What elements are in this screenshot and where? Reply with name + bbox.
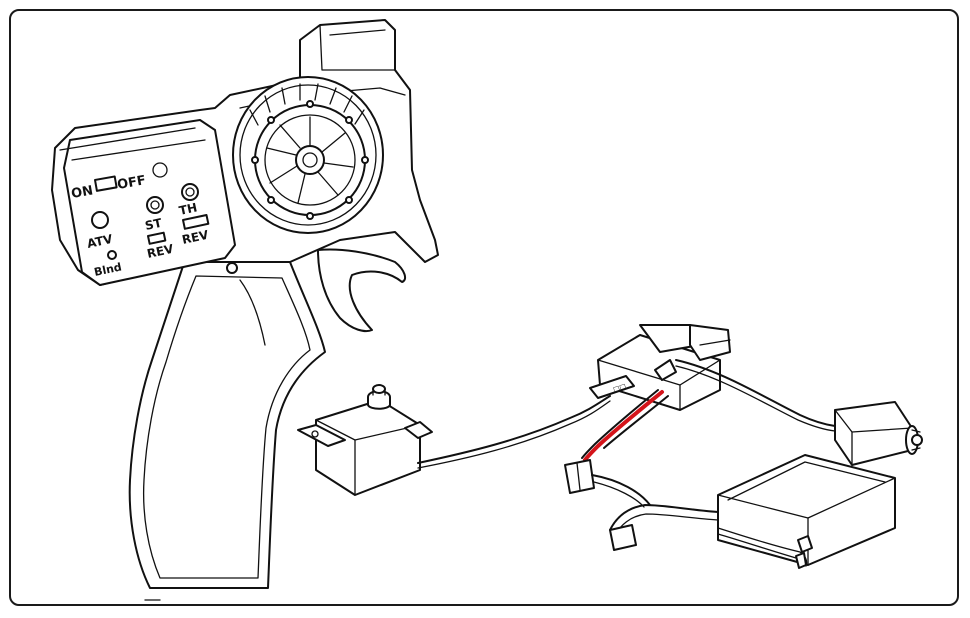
atv-label: ATV bbox=[86, 232, 115, 251]
power-off-label: OFF bbox=[116, 173, 147, 193]
battery-cable-main bbox=[609, 504, 719, 531]
servo-wire bbox=[417, 395, 611, 464]
battery-connector bbox=[564, 459, 595, 494]
power-switch[interactable] bbox=[94, 175, 118, 192]
battery-to-esc-cable bbox=[591, 474, 651, 506]
servo-plug bbox=[589, 375, 635, 399]
th-trim-knob[interactable] bbox=[181, 183, 199, 201]
th-label: TH bbox=[178, 200, 199, 217]
throttle-trigger[interactable] bbox=[317, 248, 407, 333]
st-rev-label: REV bbox=[146, 242, 176, 261]
power-wire-red bbox=[583, 390, 664, 462]
atv-knob[interactable] bbox=[91, 211, 109, 229]
th-rev-switch[interactable] bbox=[182, 214, 210, 230]
wheel-rim-bolts bbox=[251, 100, 369, 220]
th-rev-label: REV bbox=[181, 228, 211, 247]
servo-plug-pins: □□ bbox=[612, 382, 627, 394]
wheel-spokes bbox=[266, 116, 354, 204]
steering-wheel-grip-ridges bbox=[249, 83, 365, 126]
esc-receiver: □□ bbox=[581, 324, 836, 462]
motor-pinion bbox=[911, 434, 923, 446]
transmitter-grip bbox=[128, 259, 326, 589]
balance-lead bbox=[717, 527, 808, 567]
transmitter: ON OFF ATV Blnd ST REV TH REV bbox=[51, 19, 439, 601]
st-rev-switch[interactable] bbox=[147, 231, 167, 245]
motor-wire bbox=[675, 359, 836, 427]
battery bbox=[564, 454, 896, 569]
blind-indicator bbox=[107, 250, 117, 260]
motor bbox=[834, 401, 923, 466]
power-on-label: ON bbox=[70, 183, 94, 202]
st-trim-knob[interactable] bbox=[146, 196, 164, 214]
servo bbox=[297, 384, 611, 496]
blind-label: Blnd bbox=[93, 260, 123, 279]
servo-mounting-tab bbox=[297, 424, 346, 447]
st-label: ST bbox=[144, 216, 164, 233]
